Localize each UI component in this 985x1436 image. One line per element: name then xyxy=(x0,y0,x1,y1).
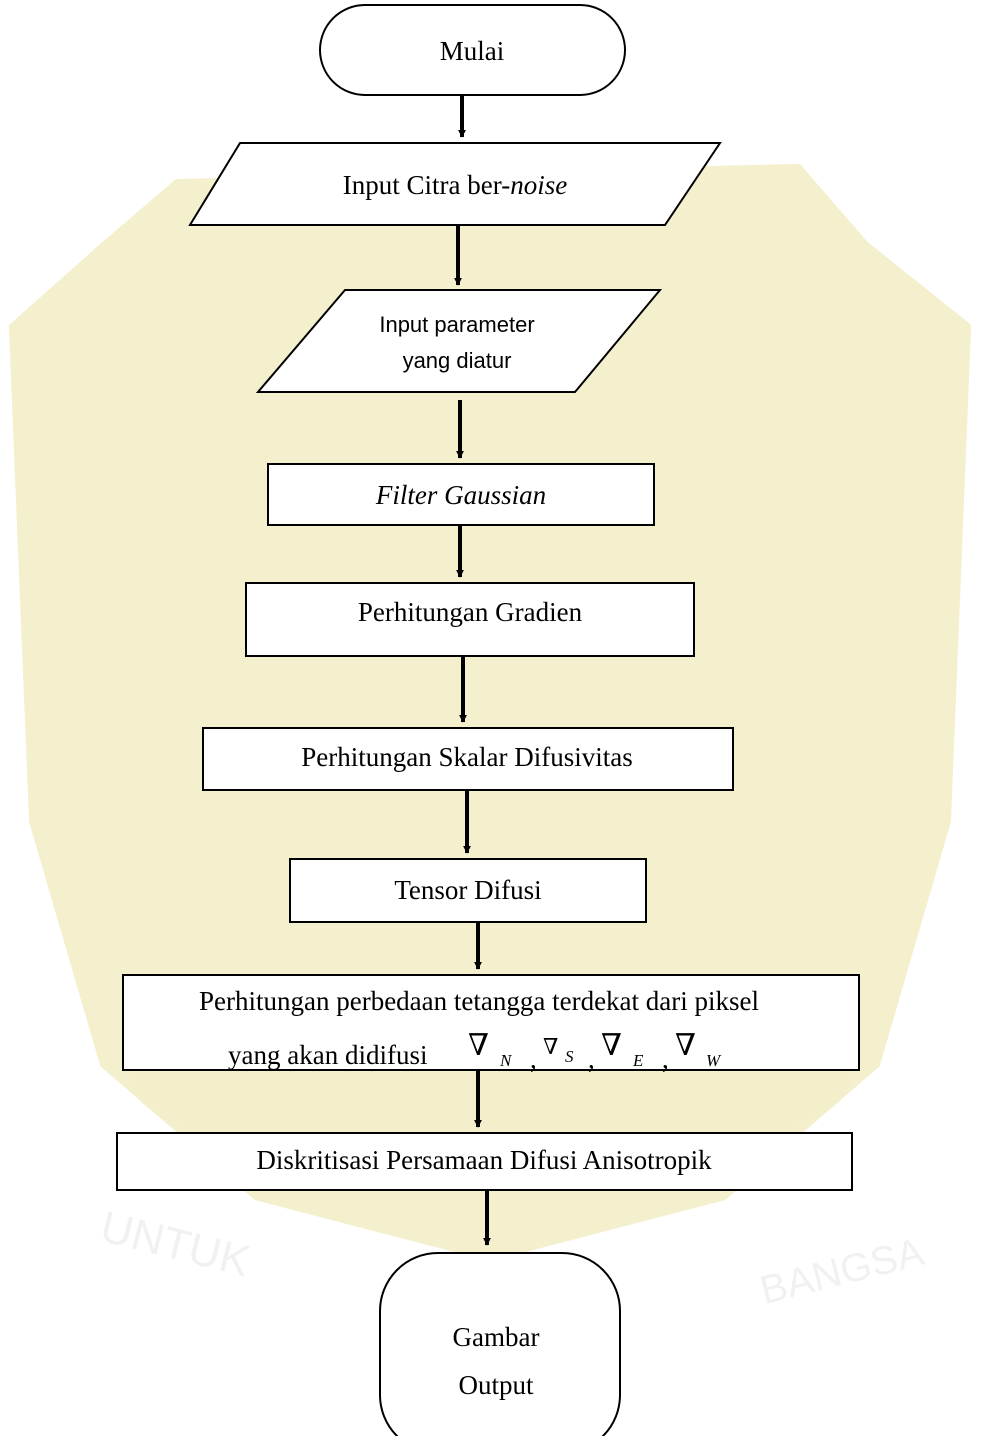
neighbor-difference-box: Perhitungan perbedaan tetangga terdekat … xyxy=(122,974,860,1074)
input-params-line1: Input parameter xyxy=(379,312,534,337)
input-image-italic: noise xyxy=(510,170,567,200)
filter-gaussian-box: Filter Gaussian xyxy=(267,463,655,526)
connectors xyxy=(454,95,491,1246)
watermark-text-right: BANGSA xyxy=(756,1230,929,1313)
start-label: Mulai xyxy=(440,36,505,66)
scalar-diffusivity-label: Perhitungan Skalar Difusivitas xyxy=(301,742,632,772)
nabla-south-subscript: S xyxy=(565,1047,574,1066)
gradient-label: Perhitungan Gradien xyxy=(358,597,583,627)
tensor-box: Tensor Difusi xyxy=(289,858,647,923)
comma-1: , xyxy=(530,1044,537,1074)
nabla-west-symbol: ∇ xyxy=(675,1028,696,1063)
filter-gaussian-label: Filter Gaussian xyxy=(375,480,546,510)
tensor-label: Tensor Difusi xyxy=(394,875,541,905)
gradient-box: Perhitungan Gradien xyxy=(245,582,695,657)
discretization-label: Diskritisasi Persamaan Difusi Anisotropi… xyxy=(256,1145,712,1175)
input-params-shape: Input parameter yang diatur xyxy=(255,289,663,393)
input-image-prefix: Input Citra ber- xyxy=(343,170,510,200)
neighbor-line1: Perhitungan perbedaan tetangga terdekat … xyxy=(199,986,759,1016)
input-image-shape: Input Citra ber-noise xyxy=(188,142,722,226)
nabla-north-symbol: ∇ xyxy=(468,1028,489,1063)
watermark-text-left: UNTUK xyxy=(96,1202,255,1286)
end-line2: Output xyxy=(458,1370,534,1400)
neighbor-line2: yang akan didifusi xyxy=(228,1040,427,1070)
scalar-diffusivity-box: Perhitungan Skalar Difusivitas xyxy=(202,727,734,791)
nabla-north-subscript: N xyxy=(499,1051,513,1070)
nabla-south-symbol: ∇ xyxy=(543,1035,558,1060)
input-image-label: Input Citra ber-noise xyxy=(343,170,567,200)
end-line1: Gambar xyxy=(453,1322,540,1352)
start-terminator: Mulai xyxy=(319,4,626,96)
nabla-east-subscript: E xyxy=(632,1051,644,1070)
nabla-west-subscript: W xyxy=(706,1051,722,1070)
end-terminator: Gambar Output xyxy=(379,1252,621,1436)
discretization-box: Diskritisasi Persamaan Difusi Anisotropi… xyxy=(116,1132,853,1191)
nabla-east-symbol: ∇ xyxy=(601,1028,622,1063)
comma-2: , xyxy=(588,1044,595,1074)
input-params-line2: yang diatur xyxy=(403,348,512,373)
comma-3: , xyxy=(662,1044,669,1074)
